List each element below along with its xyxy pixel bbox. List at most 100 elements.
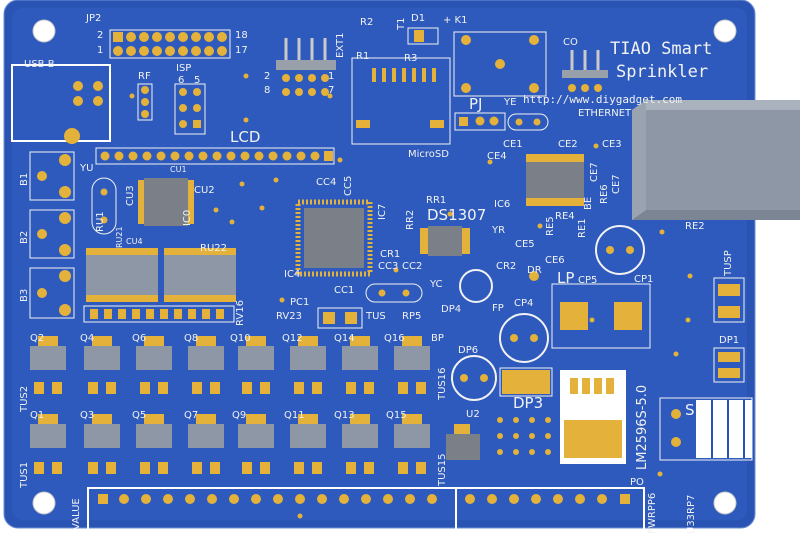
label-re5: RE5	[545, 216, 556, 236]
label-re7: CE7	[611, 174, 622, 194]
rf-header	[137, 83, 153, 121]
label-dp4: DP4	[441, 304, 462, 315]
label-be: BE	[583, 196, 594, 210]
label-cu2: CU2	[194, 185, 215, 196]
label-cc1: CC1	[334, 285, 355, 296]
label-q-top-5: Q12	[282, 333, 303, 344]
label-re2: RE2	[685, 221, 705, 232]
value-terminal-block	[87, 487, 457, 549]
label-q-bot-0: Q1	[30, 410, 45, 421]
usb-b-connector	[11, 64, 111, 142]
label-po: PO	[630, 477, 644, 488]
label-u33rp7: U33RP7	[686, 494, 697, 534]
label-cc2: CC2	[402, 261, 423, 272]
label-ye: YE	[504, 97, 517, 108]
board-url: http://www.diygadget.com	[523, 93, 682, 106]
label-q-bot-3: Q7	[184, 410, 199, 421]
label-q-bot-1: Q3	[80, 410, 95, 421]
label-dr: DR	[527, 265, 542, 276]
label-q-bot-4: Q9	[232, 410, 247, 421]
label-k1: + K1	[443, 15, 468, 26]
label-lm2596: LM2596S-5.0	[635, 384, 650, 470]
label-ce4: CE4	[487, 151, 507, 162]
label-q-top-0: Q2	[30, 333, 45, 344]
label-re6: RE6	[599, 184, 610, 204]
label-ethernet: ETHERNET	[578, 108, 632, 119]
label-dp6: DP6	[458, 345, 479, 356]
label-ic4: IC4	[284, 269, 301, 280]
label-q-bot-6: Q13	[334, 410, 355, 421]
label-q-top-2: Q6	[132, 333, 147, 344]
label-ext-num-3: 7	[328, 85, 335, 96]
label-q-top-6: Q14	[334, 333, 355, 344]
label-yr: YR	[492, 225, 506, 236]
buttons	[29, 151, 75, 319]
label-jp2-left-0: 2	[97, 30, 104, 41]
label-q-top-3: Q8	[184, 333, 199, 344]
lm2596-regulator	[560, 370, 626, 464]
label-tusp: TUSP	[723, 250, 734, 276]
label-dp1: DP1	[719, 335, 740, 346]
label-ru1: RU1	[95, 211, 106, 232]
label-d1: D1	[411, 13, 426, 24]
label-ic6: IC6	[494, 199, 511, 210]
label-lp: LP	[557, 269, 575, 287]
label-ce1: CE1	[503, 139, 523, 150]
label-q-top-7: Q16	[384, 333, 405, 344]
label-ext1: EXT1	[335, 32, 346, 58]
ext1-header	[276, 38, 336, 96]
label-u2: U2	[466, 409, 480, 420]
label-q-bot-2: Q5	[132, 410, 147, 421]
label-ic7: IC7	[377, 203, 388, 220]
label-jp2-right-0: 18	[235, 30, 248, 41]
label-pj: PJ	[469, 95, 483, 113]
label-ext-num-1: 1	[328, 71, 335, 82]
label-re1: RE1	[577, 218, 588, 238]
label-q-top-1: Q4	[80, 333, 95, 344]
inductor-lp	[551, 283, 651, 349]
label-isp-num-1: 5	[194, 75, 201, 86]
label-dp3: DP3	[513, 394, 544, 412]
label-cp1: CP1	[634, 274, 654, 285]
label-ic0: IC0	[182, 209, 193, 226]
label-ce3: CE3	[602, 139, 622, 150]
label-t1: T1	[396, 17, 407, 30]
label-cu3: CU3	[125, 185, 136, 206]
label-pwrpp6: PWRPP6	[647, 492, 658, 534]
label-rv16: RV16	[235, 300, 246, 326]
resistor-arrays	[86, 248, 236, 302]
microsd-slot	[351, 57, 451, 145]
label-yc: YC	[430, 279, 443, 290]
label-q-top-4: Q10	[230, 333, 251, 344]
label-ce6: CE6	[545, 255, 565, 266]
label-cu1: CU1	[170, 165, 187, 174]
label-ds1307: DS1307	[427, 206, 487, 224]
label-r2: R2	[360, 17, 374, 28]
label-r1: R1	[356, 51, 370, 62]
ic6-chip	[526, 154, 584, 206]
label-value: VALUE	[71, 498, 82, 530]
label-rv23: RV23	[276, 311, 302, 322]
transistor-row-top	[30, 336, 430, 394]
label-fp: FP	[492, 303, 504, 314]
lcd-header	[95, 147, 335, 165]
label-cr2: CR2	[496, 261, 517, 272]
label-ce7: CE7	[589, 162, 600, 182]
label-tus: TUS	[366, 311, 386, 322]
label-pc1: PC1	[290, 297, 310, 308]
label-q-bot-5: Q11	[284, 410, 305, 421]
board-title-line1: TIAO Smart	[610, 39, 713, 59]
label-yu: YU	[80, 163, 94, 174]
label-jp2-left-1: 1	[97, 45, 104, 56]
label-bp: BP	[431, 333, 444, 344]
label-ext-num-0: 2	[264, 71, 271, 82]
label-rr2: RR2	[405, 209, 416, 230]
label-ru22: RU22	[200, 243, 227, 254]
label-microsd: MicroSD	[408, 149, 449, 160]
jp2-header	[109, 29, 231, 59]
label-tus15: TUS15	[437, 453, 448, 487]
label-tus16: TUS16	[437, 367, 448, 401]
label-lcd: LCD	[230, 128, 261, 146]
label-cc3: CC3	[378, 261, 399, 272]
